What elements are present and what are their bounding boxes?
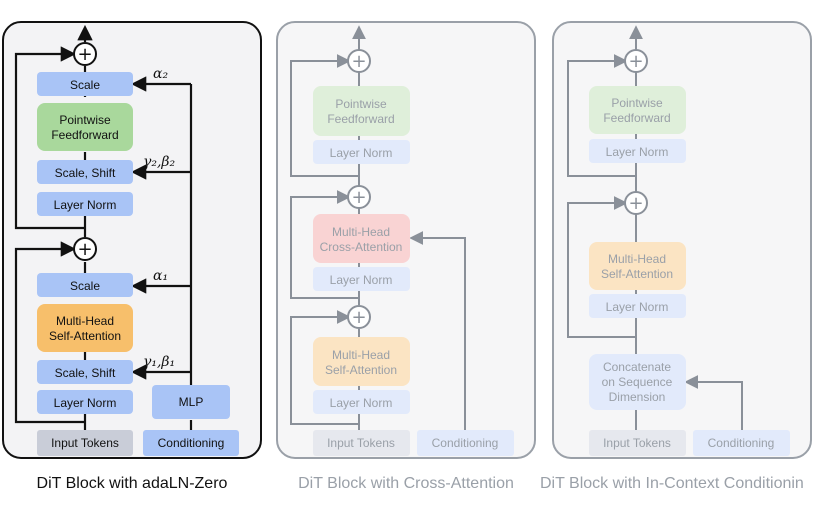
cross-layer-norm-bottom-box: Layer Norm bbox=[313, 390, 410, 414]
cross-residual-add-top: + bbox=[347, 49, 371, 73]
residual-add-top: + bbox=[73, 42, 97, 66]
svg-text:Pointwise: Pointwise bbox=[611, 96, 663, 110]
caption-adaln: DiT Block with adaLN-Zero bbox=[37, 475, 228, 492]
svg-text:Self-Attention: Self-Attention bbox=[49, 329, 121, 343]
svg-text:+: + bbox=[77, 239, 92, 260]
svg-text:+: + bbox=[351, 187, 366, 208]
cross-layer-norm-middle-box: Layer Norm bbox=[313, 267, 410, 291]
panel-cross-attention: + + + Pointwise Feedforward Layer Norm M… bbox=[276, 21, 536, 492]
concatenate-sequence-box: Concatenate on Sequence Dimension bbox=[589, 354, 686, 410]
svg-text:Pointwise: Pointwise bbox=[59, 113, 111, 127]
gamma2-beta2-label: γ₂,β₂ bbox=[143, 154, 176, 170]
incontext-input-tokens-box: Input Tokens bbox=[589, 430, 686, 456]
cross-residual-add-bottom: + bbox=[347, 305, 371, 329]
cross-residual-add-middle: + bbox=[347, 185, 371, 209]
gamma1-beta1-label: γ₁,β₁ bbox=[143, 354, 175, 370]
svg-text:Multi-Head: Multi-Head bbox=[608, 252, 666, 266]
svg-text:Conditioning: Conditioning bbox=[158, 436, 225, 450]
incontext-pointwise-feedforward-box: Pointwise Feedforward bbox=[589, 86, 686, 134]
svg-text:Multi-Head: Multi-Head bbox=[332, 225, 390, 239]
svg-text:Multi-Head: Multi-Head bbox=[332, 348, 390, 362]
caption-in-context: DiT Block with In-Context Conditionin bbox=[540, 475, 804, 492]
svg-text:Scale: Scale bbox=[70, 279, 100, 293]
svg-text:Pointwise: Pointwise bbox=[335, 97, 387, 111]
alpha2-label: α₂ bbox=[153, 66, 168, 82]
svg-text:Layer Norm: Layer Norm bbox=[54, 396, 117, 410]
scale-shift-top-box: Scale, Shift bbox=[37, 160, 133, 184]
panel-adaln-zero: + + Scale Pointwise Feedforward Scale, S… bbox=[2, 21, 262, 492]
svg-text:Layer Norm: Layer Norm bbox=[330, 146, 393, 160]
scale-top-box: Scale bbox=[37, 72, 133, 96]
input-tokens-box: Input Tokens bbox=[37, 430, 133, 456]
svg-text:+: + bbox=[351, 307, 366, 328]
cross-multi-head-self-attention-box: Multi-Head Self-Attention bbox=[313, 337, 410, 386]
layer-norm-bottom-box: Layer Norm bbox=[37, 390, 133, 414]
svg-text:+: + bbox=[628, 51, 643, 72]
incontext-layer-norm-top-box: Layer Norm bbox=[589, 139, 686, 163]
multi-head-cross-attention-box: Multi-Head Cross-Attention bbox=[313, 214, 410, 263]
svg-text:Scale, Shift: Scale, Shift bbox=[55, 366, 116, 380]
svg-text:Input Tokens: Input Tokens bbox=[327, 436, 395, 450]
alpha1-label: α₁ bbox=[153, 268, 168, 284]
svg-text:Input Tokens: Input Tokens bbox=[51, 436, 119, 450]
cross-input-tokens-box: Input Tokens bbox=[313, 430, 410, 456]
svg-text:Layer Norm: Layer Norm bbox=[54, 198, 117, 212]
svg-text:Layer Norm: Layer Norm bbox=[330, 396, 393, 410]
layer-norm-top-box: Layer Norm bbox=[37, 192, 133, 216]
cross-pointwise-feedforward-box: Pointwise Feedforward bbox=[313, 86, 410, 136]
svg-text:on Sequence: on Sequence bbox=[602, 375, 673, 389]
mlp-box: MLP bbox=[152, 385, 230, 419]
svg-text:Layer Norm: Layer Norm bbox=[606, 145, 669, 159]
cross-conditioning-box: Conditioning bbox=[417, 430, 514, 456]
svg-text:Dimension: Dimension bbox=[609, 390, 666, 404]
svg-text:Conditioning: Conditioning bbox=[432, 436, 499, 450]
svg-text:Feedforward: Feedforward bbox=[51, 128, 118, 142]
svg-text:Cross-Attention: Cross-Attention bbox=[320, 240, 403, 254]
svg-text:Scale: Scale bbox=[70, 78, 100, 92]
residual-add-bottom: + bbox=[73, 237, 97, 261]
cross-layer-norm-top-box: Layer Norm bbox=[313, 140, 410, 164]
svg-text:Multi-Head: Multi-Head bbox=[56, 314, 114, 328]
svg-text:Concatenate: Concatenate bbox=[603, 360, 671, 374]
svg-text:Layer Norm: Layer Norm bbox=[606, 300, 669, 314]
svg-text:+: + bbox=[77, 44, 92, 65]
pointwise-feedforward-box: Pointwise Feedforward bbox=[37, 103, 133, 151]
svg-text:Conditioning: Conditioning bbox=[708, 436, 775, 450]
svg-text:MLP: MLP bbox=[179, 395, 204, 409]
incontext-multi-head-self-attention-box: Multi-Head Self-Attention bbox=[589, 242, 686, 290]
incontext-layer-norm-bottom-box: Layer Norm bbox=[589, 294, 686, 318]
incontext-conditioning-box: Conditioning bbox=[693, 430, 790, 456]
svg-text:Layer Norm: Layer Norm bbox=[330, 273, 393, 287]
multi-head-self-attention-box: Multi-Head Self-Attention bbox=[37, 304, 133, 352]
svg-text:Input Tokens: Input Tokens bbox=[603, 436, 671, 450]
svg-text:+: + bbox=[628, 193, 643, 214]
svg-text:Feedforward: Feedforward bbox=[603, 111, 670, 125]
conditioning-box: Conditioning bbox=[143, 430, 239, 456]
incontext-residual-add-top: + bbox=[624, 49, 648, 73]
caption-cross-attention: DiT Block with Cross-Attention bbox=[298, 475, 514, 492]
svg-text:Self-Attention: Self-Attention bbox=[325, 363, 397, 377]
panel-in-context: + + Pointwise Feedforward Layer Norm Mul… bbox=[540, 21, 812, 492]
svg-text:+: + bbox=[351, 51, 366, 72]
svg-text:Scale, Shift: Scale, Shift bbox=[55, 166, 116, 180]
scale-shift-bottom-box: Scale, Shift bbox=[37, 360, 133, 384]
svg-text:Self-Attention: Self-Attention bbox=[601, 267, 673, 281]
scale-bottom-box: Scale bbox=[37, 273, 133, 297]
incontext-residual-add-bottom: + bbox=[624, 191, 648, 215]
svg-text:Feedforward: Feedforward bbox=[327, 112, 394, 126]
